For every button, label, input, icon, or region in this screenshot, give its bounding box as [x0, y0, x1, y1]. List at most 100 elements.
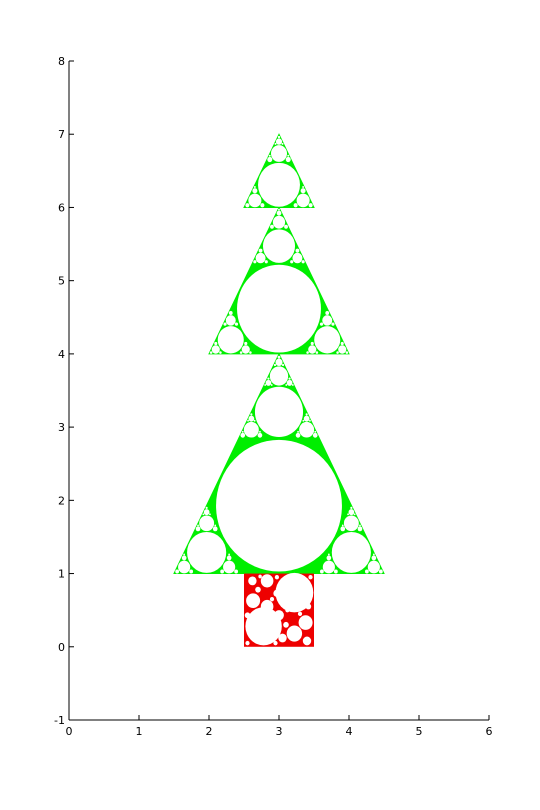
foliage-hole-3-5	[252, 188, 258, 194]
foliage-hole-1-29	[319, 569, 324, 574]
trunk-hole-19	[273, 640, 278, 646]
y-tick-label: 1	[58, 568, 65, 581]
foliage-hole-2-9	[239, 351, 243, 354]
trunk-hole-17	[274, 575, 279, 580]
foliage-hole-2-24	[322, 315, 333, 326]
x-tick-label: 6	[486, 725, 493, 738]
foliage-hole-2-7	[241, 345, 250, 354]
foliage-hole-1-16	[202, 513, 205, 516]
foliage-hole-2-30	[276, 210, 282, 216]
foliage-hole-2-2	[217, 326, 244, 354]
foliage-hole-3-10	[300, 188, 306, 194]
trunk-hole-22	[308, 575, 313, 580]
trunk-hole-10	[278, 633, 287, 643]
foliage-hole-1-45	[277, 355, 281, 359]
trunk-hole-18	[245, 640, 250, 646]
foliage-hole-3-6	[253, 185, 256, 188]
foliage-hole-2-27	[319, 322, 324, 326]
foliage-hole-1-48	[265, 379, 272, 386]
foliage-hole-1-69	[305, 413, 308, 416]
trunk-hole-24	[269, 596, 275, 602]
foliage-hole-1-53	[291, 384, 294, 386]
foliage-hole-1-56	[243, 421, 259, 438]
trunk-hole-20	[285, 607, 290, 613]
foliage-hole-2-31	[278, 208, 280, 211]
foliage-hole-2-10	[244, 341, 248, 346]
foliage-hole-1-63	[257, 432, 263, 438]
foliage-hole-1-37	[347, 513, 349, 516]
foliage-hole-2-19	[340, 341, 344, 346]
foliage-hole-1-64	[259, 430, 261, 433]
x-tick-label: 5	[416, 725, 423, 738]
x-tick-label: 2	[206, 725, 213, 738]
y-tick-label: -1	[54, 714, 65, 727]
y-tick-label: 5	[58, 275, 65, 288]
foliage-hole-1-59	[248, 415, 255, 422]
x-tick-label: 0	[66, 725, 73, 738]
y-tick-label: 3	[58, 421, 65, 434]
foliage-hole-3-9	[293, 203, 298, 208]
foliage-hole-3-8	[308, 203, 313, 208]
foliage-hole-2-36	[258, 248, 263, 253]
foliage-hole-1-54	[288, 377, 291, 380]
foliage-hole-1-31	[326, 555, 332, 561]
y-tick-label: 8	[58, 55, 65, 68]
foliage-hole-1-19	[197, 524, 199, 527]
foliage-hole-3-1	[258, 162, 300, 207]
foliage-hole-2-32	[270, 224, 274, 229]
y-tick-label: 7	[58, 128, 65, 141]
foliage-hole-2-14	[234, 322, 239, 326]
foliage-hole-3-2	[248, 193, 262, 208]
foliage-hole-1-34	[348, 509, 355, 516]
foliage-hole-1-49	[264, 384, 267, 386]
trunk-hole-7	[260, 574, 274, 588]
foliage-hole-2-40	[295, 248, 300, 253]
foliage-hole-1-7	[183, 553, 186, 556]
foliage-hole-1-22	[331, 531, 371, 573]
foliage-hole-1-6	[181, 555, 187, 561]
trunk-hole-8	[248, 576, 257, 586]
foliage-hole-3-18	[268, 154, 271, 157]
foliage-hole-2-25	[325, 310, 330, 315]
foliage-hole-1-10	[220, 569, 225, 574]
trunk-hole-9	[274, 610, 284, 621]
foliage-hole-1-15	[205, 506, 208, 510]
foliage-hole-3-19	[285, 156, 291, 163]
foliage-hole-1-72	[295, 432, 301, 438]
foliage-hole-1-23	[367, 560, 380, 574]
foliage-hole-3-12	[270, 145, 288, 162]
foliage-hole-2-29	[272, 215, 286, 229]
foliage-hole-1-30	[333, 569, 338, 574]
foliage-hole-1-3	[178, 560, 191, 574]
foliage-hole-2-4	[209, 351, 213, 354]
foliage-hole-1-1	[216, 439, 342, 572]
foliage-hole-2-11	[225, 315, 236, 326]
trunk-hole-3	[286, 625, 303, 642]
foliage-hole-2-13	[223, 322, 227, 326]
foliage-hole-1-42	[254, 386, 304, 438]
x-tick-label: 4	[346, 725, 353, 738]
trunk-hole-1	[245, 607, 282, 646]
foliage-hole-1-32	[327, 553, 330, 556]
y-tick-label: 0	[58, 641, 65, 654]
foliage-hole-1-68	[303, 415, 310, 422]
foliage-hole-1-65	[299, 421, 315, 438]
chart-marks	[173, 133, 385, 647]
foliage-hole-1-24	[378, 569, 383, 574]
foliage-hole-3-14	[277, 135, 281, 139]
foliage-hole-3-4	[260, 203, 265, 208]
foliage-hole-2-3	[211, 345, 220, 354]
foliage-hole-3-7	[296, 193, 310, 208]
foliage-hole-3-3	[245, 203, 250, 208]
foliage-hole-2-26	[331, 322, 335, 326]
trunk-hole-5	[246, 593, 261, 608]
foliage-hole-1-14	[203, 509, 210, 516]
foliage-hole-1-55	[285, 384, 288, 386]
foliage-hole-1-62	[253, 419, 256, 422]
foliage-hole-1-67	[314, 430, 317, 433]
foliage-hole-1-38	[357, 526, 363, 532]
foliage-hole-1-66	[312, 432, 318, 438]
trunk-hole-15	[305, 603, 312, 610]
